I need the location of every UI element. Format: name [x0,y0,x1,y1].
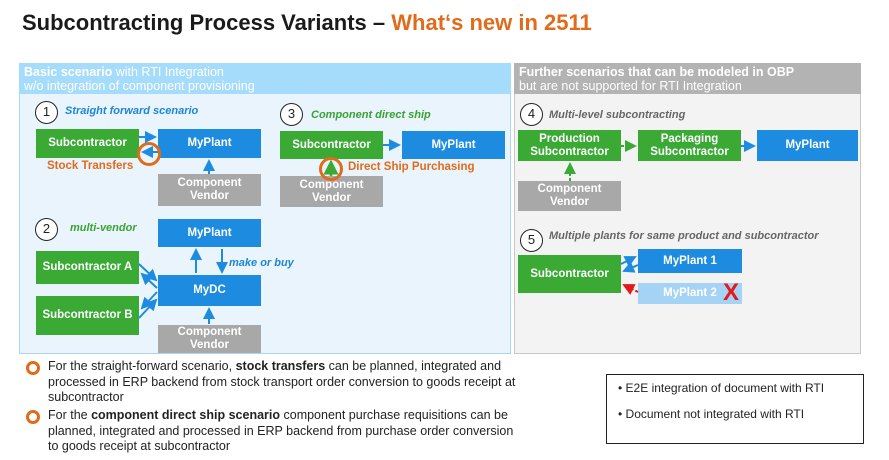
scenario-3-number: 3 [280,103,303,126]
scenario-1-label: Straight forward scenario [65,105,199,117]
scenario-5-number: 5 [520,229,543,252]
scenario-3-label: Component direct ship [311,109,431,121]
legend-not-rti-label: • Document not integrated with RTI [618,407,805,421]
bullet-1-marker [26,361,40,375]
s5-not-supported-x-icon: X [723,279,740,306]
basic-scenario-head-bold: Basic scenario [24,65,113,79]
bullet-1-pre: For the straight-forward scenario, [48,359,236,373]
page-title: Subcontracting Process Variants – What‘s… [22,10,592,36]
s2-mydc-box: MyDC [158,275,261,306]
s3-direct-ship-highlight [319,157,343,181]
bullet-2-text: For the component direct ship scenario c… [48,408,518,455]
s5-subcontractor-box: Subcontractor [518,255,621,293]
bullet-1-post: can be planned, integrated and processed… [48,359,516,404]
legend-rti-label: • E2E integration of document with RTI [618,381,825,395]
s2-subcontractor-a-box: Subcontractor A [36,251,139,284]
scenario-5-label: Multiple plants for same product and sub… [549,230,819,242]
s3-subcontractor-box: Subcontractor [280,131,383,159]
s5-myplant-1-box: MyPlant 1 [638,249,742,273]
s4-myplant-box: MyPlant [757,130,858,161]
s3-direct-ship-note: Direct Ship Purchasing [348,161,475,173]
s2-subcontractor-b-box: Subcontractor B [36,296,139,335]
s1-stock-transfers-note: Stock Transfers [47,160,134,172]
title-accent: What‘s new in 2511 [391,10,592,35]
scenario-2-number: 2 [35,218,58,241]
s2-make-or-buy-note: make or buy [229,257,294,269]
further-scenarios-head-line2: but are not supported for RTI Integratio… [519,79,742,93]
bullet-1-text: For the straight-forward scenario, stock… [48,359,518,406]
further-scenarios-header: Further scenarios that can be modeled in… [514,63,861,94]
basic-scenario-header: Basic scenario with RTI Integration w/o … [19,63,511,94]
scenario-4-label: Multi-level subcontracting [549,109,686,121]
bullet-1-bold: stock transfers [235,359,326,373]
legend-rti-text: E2E integration of document with RTI [625,381,825,395]
legend-not-rti-text: Document not integrated with RTI [625,407,805,421]
s3-component-vendor-box: Component Vendor [280,176,383,207]
s4-production-subcontractor-box: Production Subcontractor [518,130,621,161]
bullet-2-post: component purchase requisitions can be p… [48,408,514,453]
scenario-2-label: multi-vendor [70,222,137,234]
s1-component-vendor-box: Component Vendor [158,174,261,206]
basic-scenario-head-rest: with RTI Integration [112,65,224,79]
basic-scenario-head-line2: w/o integration of component provisionin… [24,79,255,93]
s5-myplant-2-box: MyPlant 2 [638,283,742,304]
legend-box [606,374,864,444]
bullet-2-pre: For the [48,408,92,422]
s1-subcontractor-box: Subcontractor [36,129,139,158]
s2-component-vendor-box: Component Vendor [158,325,261,353]
bullet-2-bold: component direct ship scenario [91,408,281,422]
s4-packaging-subcontractor-box: Packaging Subcontractor [638,130,741,161]
scenario-4-number: 4 [520,103,543,126]
s2-myplant-box: MyPlant [158,219,261,247]
bullet-2-marker [26,410,40,424]
further-scenarios-head-bold: Further scenarios that can be modeled in… [519,65,795,79]
s1-stock-transfer-highlight [137,142,161,166]
s3-myplant-box: MyPlant [402,131,505,159]
s4-component-vendor-box: Component Vendor [518,181,621,211]
scenario-1-number: 1 [35,101,58,124]
s1-myplant-box: MyPlant [158,129,261,158]
title-main: Subcontracting Process Variants – [22,10,392,35]
